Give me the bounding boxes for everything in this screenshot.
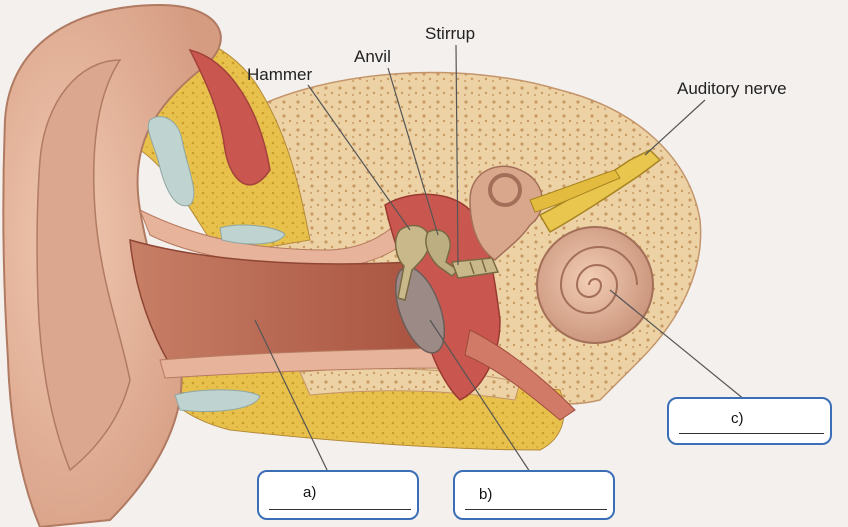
answer-box-b-line: [465, 509, 607, 510]
pinna-top-flap: [188, 48, 271, 186]
anvil-pointer-line: [387, 67, 439, 236]
answer-box-b[interactable]: b): [453, 470, 615, 520]
auditory-nerve-label: Auditory nerve: [677, 79, 787, 98]
cochlea-spiral: [559, 246, 638, 314]
answer-box-c-letter: c): [731, 410, 744, 427]
auditory-nerve-pointer-line: [644, 99, 706, 156]
cartilage-island-2: [219, 224, 286, 245]
answer-box-c[interactable]: c): [667, 397, 832, 445]
hammer-label: Hammer: [247, 65, 313, 84]
b-pointer-line: [429, 319, 531, 473]
auditory-nerve-branch: [529, 169, 621, 213]
stirrup-label: Stirrup: [425, 24, 476, 43]
semicircular-canal-loop: [488, 173, 522, 207]
answer-box-b-letter: b): [479, 486, 493, 503]
eustachian-tube: [464, 329, 576, 421]
hammer-pointer-line: [307, 84, 411, 231]
cartilage-island-3: [174, 389, 261, 412]
cochlea: [536, 226, 654, 344]
a-pointer-line: [254, 319, 329, 473]
answer-box-a-letter: a): [303, 484, 317, 501]
pinna-inner-fold: [36, 59, 131, 472]
answer-box-a-line: [269, 509, 411, 510]
stirrup-pointer-line: [455, 44, 459, 266]
hammer-bone: [394, 224, 431, 301]
anvil-label: Anvil: [354, 47, 391, 66]
answer-box-a[interactable]: a): [257, 470, 419, 520]
c-pointer-line: [609, 289, 746, 401]
answer-box-c-line: [679, 433, 824, 434]
stirrup-bone: [450, 257, 500, 279]
cartilage-island-1: [147, 116, 195, 207]
